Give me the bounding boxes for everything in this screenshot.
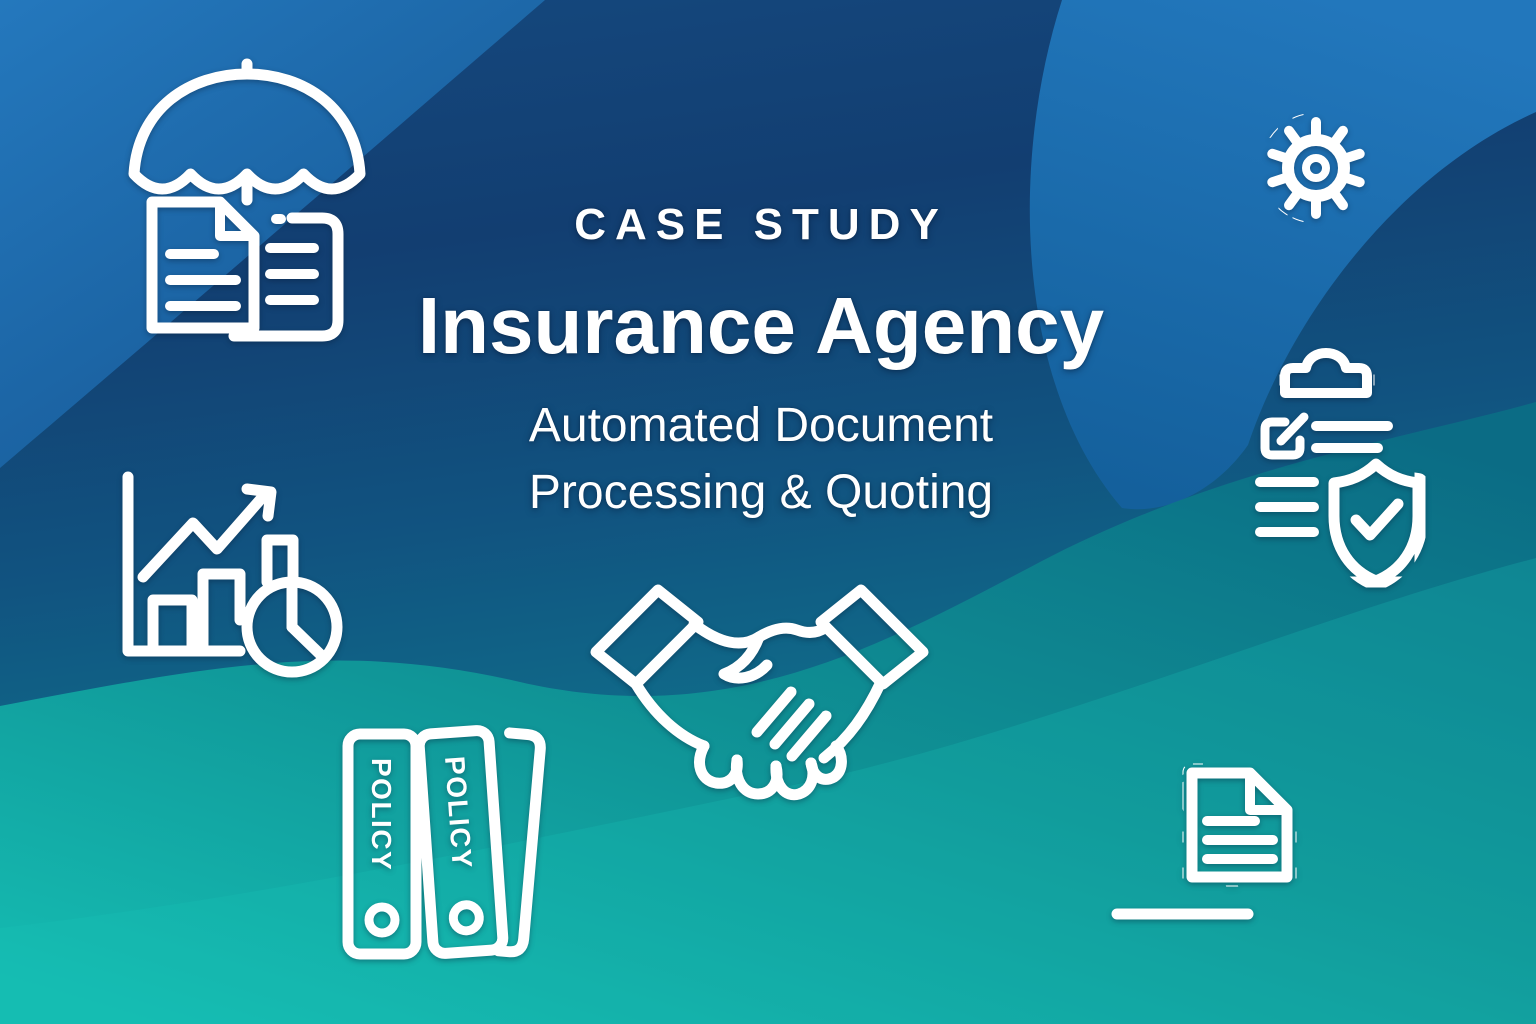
kicker-case-study: CASE STUDY [574, 200, 948, 249]
gear-icon [1267, 117, 1365, 219]
pie-chart-icon [241, 576, 343, 678]
policy-binder-2-label: POLICY [439, 755, 478, 870]
handshake-icon [590, 584, 929, 814]
subtitle-line-1: Automated Document [528, 399, 994, 452]
clipboard-shield-check-icon [1226, 348, 1433, 592]
umbrella-documents-icon [128, 58, 366, 347]
growth-chart-pie-icon [122, 470, 343, 678]
monitor-gear-document-icon [1044, 689, 1320, 925]
title-block: CASE STUDY Insurance Agency Automated Do… [0, 200, 1522, 526]
policy-binder-1-label: POLICY [366, 758, 397, 871]
policy-binder-back: POLICY [413, 725, 509, 959]
policy-binder-front: POLICY [342, 728, 422, 960]
gear-icon [1117, 710, 1223, 816]
page-title: Insurance Agency [417, 281, 1105, 370]
calculator-gear-icon [1145, 73, 1376, 282]
policy-binders-icon: POLICY POLICY [342, 725, 546, 961]
shield-check-icon [1328, 458, 1424, 587]
subtitle-line-2: Processing & Quoting [528, 466, 994, 520]
document-icon [1186, 767, 1293, 883]
